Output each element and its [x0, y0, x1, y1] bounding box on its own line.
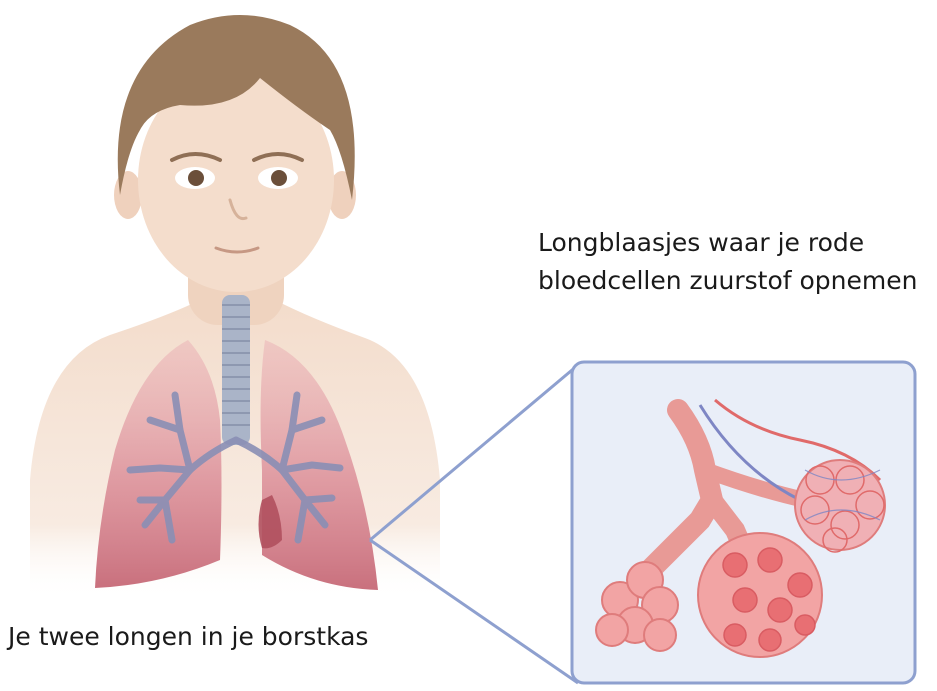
alveoli-inset [572, 362, 915, 683]
alveoli-caption-line2: bloedcellen zuurstof opnemen [538, 262, 917, 300]
trachea [222, 295, 250, 445]
left-ear [114, 171, 142, 219]
alveoli-caption-line1: Longblaasjes waar je rode [538, 224, 917, 262]
alveolar-sac-center [698, 533, 822, 657]
alveoli-caption: Longblaasjes waar je rode bloedcellen zu… [538, 224, 917, 300]
alveolar-sac-capillary [795, 460, 885, 552]
lungs-caption: Je twee longen in je borstkas [8, 618, 368, 656]
